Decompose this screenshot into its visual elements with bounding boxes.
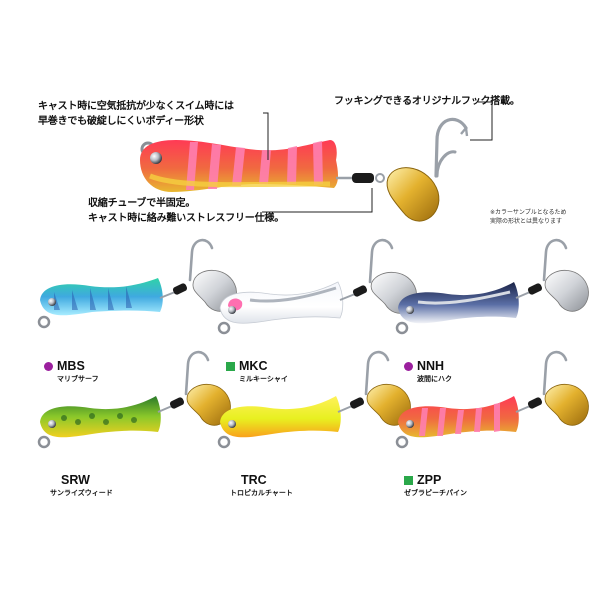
variant-code: TRC bbox=[241, 473, 267, 487]
callout-body-shape: キャスト時に空気抵抗が少なくスイム時には 早巻きでも破綻しにくいボディー形状 bbox=[38, 99, 234, 129]
variant-name: ミルキーシャイ bbox=[239, 375, 288, 383]
color-sample-note-line2: 実際の形状とは異なります bbox=[490, 218, 563, 225]
purple-circle-marker-icon bbox=[404, 361, 413, 371]
lure-trc bbox=[217, 350, 411, 449]
variant-name: トロピカルチャート bbox=[230, 489, 293, 497]
variant-code: ZPP bbox=[417, 473, 442, 487]
variant-label-mbs: MBS マリブサーフ bbox=[44, 359, 99, 384]
lure-mbs bbox=[37, 238, 237, 329]
hero-lure bbox=[140, 117, 469, 222]
callout-hook: フッキングできるオリジナルフック搭載。 bbox=[334, 96, 520, 107]
variant-label-mkc: MKC ミルキーシャイ bbox=[226, 359, 288, 384]
green-square-marker-icon bbox=[404, 475, 413, 485]
color-sample-note-line1: ※カラーサンプルとなるため bbox=[490, 209, 567, 216]
lure-mkc bbox=[217, 238, 417, 335]
variant-name: サンライズウィード bbox=[50, 489, 113, 497]
variant-name: ゼブラピーチパイン bbox=[404, 489, 467, 497]
color-sample-note: ※カラーサンプルとなるため 実際の形状とは異なります bbox=[490, 208, 567, 226]
variant-label-zpp: ZPP ゼブラピーチパイン bbox=[404, 473, 467, 498]
variant-label-trc: TRC トロピカルチャート bbox=[230, 473, 293, 498]
variant-label-nnh: NNH 波間にハク bbox=[404, 359, 452, 384]
variant-code: SRW bbox=[61, 473, 90, 487]
callout-tube-line2: キャスト時に絡み難いストレスフリー仕様。 bbox=[88, 213, 284, 224]
variant-name: マリブサーフ bbox=[57, 375, 99, 383]
callout-lines bbox=[262, 101, 493, 213]
lure-srw bbox=[37, 350, 231, 449]
green-square-marker-icon bbox=[226, 361, 235, 371]
lure-zpp bbox=[395, 350, 589, 449]
callout-body-shape-line2: 早巻きでも破綻しにくいボディー形状 bbox=[38, 116, 204, 127]
purple-circle-marker-icon bbox=[44, 361, 53, 371]
variant-code: MKC bbox=[239, 359, 268, 373]
callout-tube: 収縮チューブで半固定。 キャスト時に絡み難いストレスフリー仕様。 bbox=[88, 196, 284, 226]
variant-code: NNH bbox=[417, 359, 445, 373]
callout-tube-line1: 収縮チューブで半固定。 bbox=[88, 198, 196, 209]
callout-body-shape-line1: キャスト時に空気抵抗が少なくスイム時には bbox=[38, 101, 234, 112]
variant-code: MBS bbox=[57, 359, 85, 373]
lure-nnh bbox=[395, 238, 589, 335]
variant-name: 波間にハク bbox=[417, 375, 452, 383]
variant-label-srw: SRW サンライズウィード bbox=[50, 473, 113, 498]
